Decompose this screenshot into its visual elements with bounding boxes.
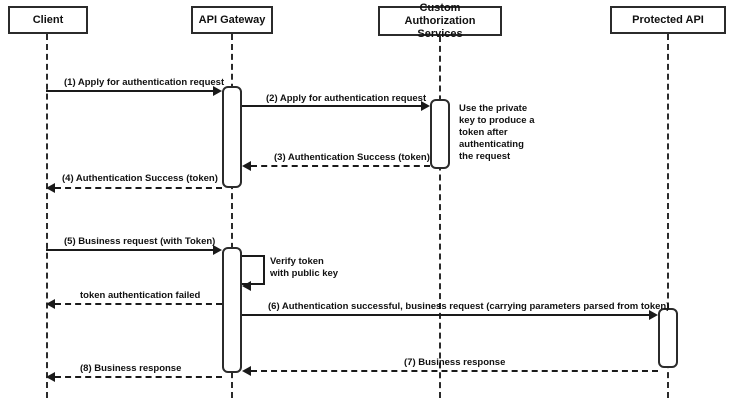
message-line-token-authentication-failed [55, 303, 222, 305]
activation-api-gateway-business [222, 247, 242, 373]
message-line-1 [46, 90, 214, 92]
self-message-loop-verify-token [242, 255, 265, 285]
activation-api-gateway-auth [222, 86, 242, 188]
note-line-5: the request [459, 151, 511, 162]
participant-box-client[interactable]: Client [8, 6, 88, 34]
message-label-4: (4) Authentication Success (token) [62, 173, 218, 184]
message-arrowhead-1 [213, 86, 222, 96]
lifeline-protected-api [667, 34, 669, 398]
lifeline-custom-authorization-services [439, 36, 441, 398]
participant-label-api-gateway: API Gateway [198, 13, 266, 26]
note-line-3: token after [459, 127, 508, 138]
message-label-7: (7) Business response [404, 357, 506, 368]
message-arrowhead-7 [242, 366, 251, 376]
message-label-1: (1) Apply for authentication request [64, 77, 225, 88]
message-arrowhead-2 [421, 101, 430, 111]
message-label-2: (2) Apply for authentication request [266, 93, 427, 104]
participant-box-custom-authorization-services[interactable]: Custom Authorization Services [378, 2, 502, 40]
activation-custom-authorization-services [430, 99, 450, 169]
participant-box-api-gateway[interactable]: API Gateway [191, 6, 273, 34]
participant-label-custom-authorization-services: Custom Authorization Services [404, 1, 476, 40]
message-arrowhead-3 [242, 161, 251, 171]
message-label-token-authentication-failed: token authentication failed [80, 290, 201, 301]
participant-label-protected-api: Protected API [632, 13, 704, 26]
message-arrowhead-token-authentication-failed [46, 299, 55, 309]
message-label-6: (6) Authentication successful, business … [268, 301, 670, 312]
message-arrowhead-5 [213, 245, 222, 255]
self-message-line-2: with public key [270, 268, 339, 279]
note-line-2: key to produce a [459, 115, 535, 126]
note-line-4: authenticating [459, 139, 524, 150]
message-line-2 [242, 105, 422, 107]
self-message-label-verify-token: Verify token with public key [270, 256, 360, 280]
participant-box-protected-api[interactable]: Protected API [610, 6, 726, 34]
message-arrowhead-4 [46, 183, 55, 193]
participant-label-client: Client [32, 13, 64, 26]
self-message-arrowhead-verify-token [242, 281, 251, 291]
lifeline-client [46, 34, 48, 398]
message-line-8 [55, 376, 222, 378]
note-line-1: Use the private [459, 103, 528, 114]
note-private-key: Use the private key to produce a token a… [459, 103, 539, 163]
lifeline-api-gateway [231, 34, 233, 398]
message-line-4 [55, 187, 222, 189]
self-message-line-1: Verify token [270, 256, 324, 267]
message-label-8: (8) Business response [80, 363, 182, 374]
message-line-6 [242, 314, 650, 316]
message-line-5 [46, 249, 214, 251]
message-label-3: (3) Authentication Success (token) [274, 152, 430, 163]
message-arrowhead-8 [46, 372, 55, 382]
message-line-3 [251, 165, 430, 167]
activation-protected-api [658, 308, 678, 368]
message-line-7 [251, 370, 658, 372]
message-label-5: (5) Business request (with Token) [64, 236, 216, 247]
message-arrowhead-6 [649, 310, 658, 320]
